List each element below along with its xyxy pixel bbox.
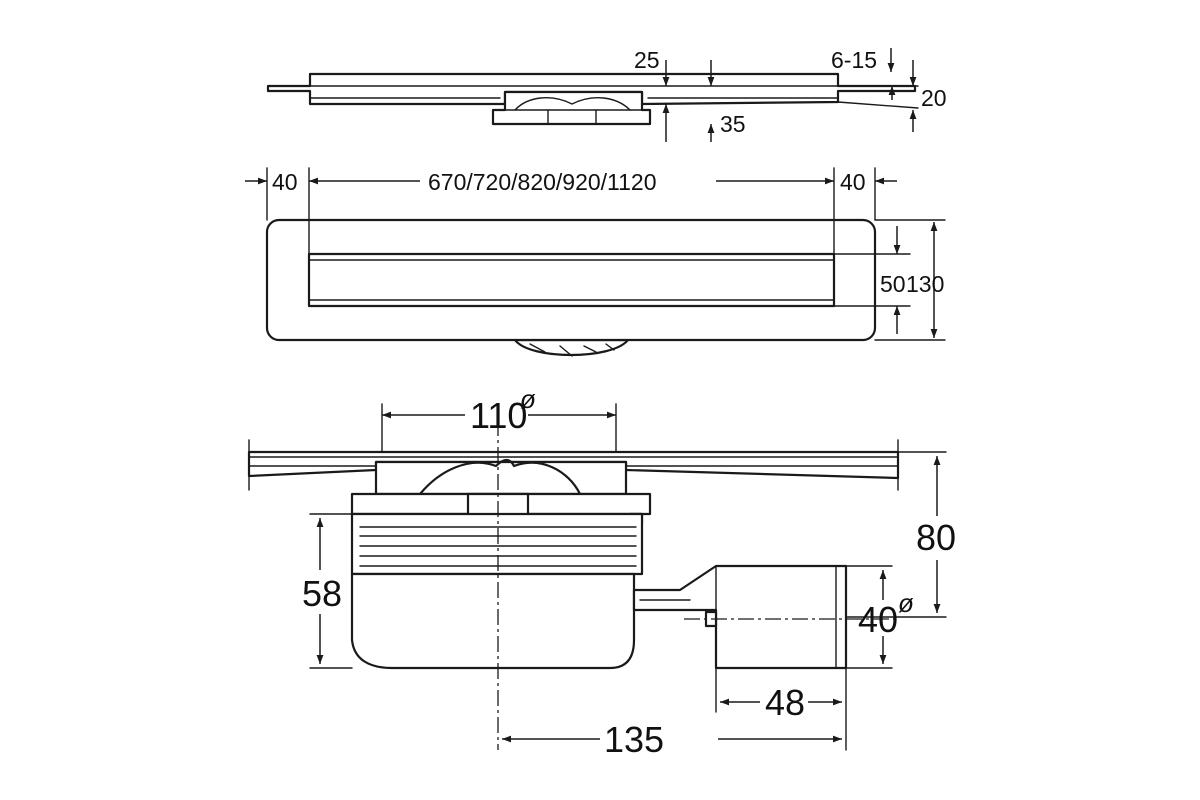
- dim-130-label: 130: [906, 271, 944, 297]
- dim-110-label: 110: [470, 395, 527, 436]
- dim-lengths-label: 670/720/820/920/1120: [428, 169, 657, 195]
- dim-135-label: 135: [604, 719, 664, 760]
- plan-channel: [307, 252, 836, 308]
- dim-left-40-label: 40: [272, 169, 298, 195]
- dim-50-label: 50: [880, 271, 906, 297]
- dim-right-40-label: 40: [840, 169, 866, 195]
- dim-48-label: 48: [765, 682, 805, 723]
- top-side-view: 25 6-15 20 35: [266, 47, 947, 142]
- section-view: 110 ø 80 58 40 ø 48 135: [247, 384, 956, 760]
- plan-view: 40 670/720/820/920/1120 40 50 130: [245, 167, 946, 357]
- dim-40-diameter-symbol: ø: [898, 588, 914, 618]
- dim-40-label: 40: [858, 599, 898, 640]
- dim-6-15-label: 6-15: [831, 47, 877, 73]
- plan-frame: [265, 218, 877, 342]
- dim-110-diameter-symbol: ø: [520, 384, 536, 414]
- dim-58-label: 58: [302, 573, 342, 614]
- dim-80-label: 80: [916, 517, 956, 558]
- dim-25-label: 25: [634, 47, 660, 73]
- dim-20-label: 20: [921, 85, 947, 111]
- dim-35-label: 35: [720, 111, 746, 137]
